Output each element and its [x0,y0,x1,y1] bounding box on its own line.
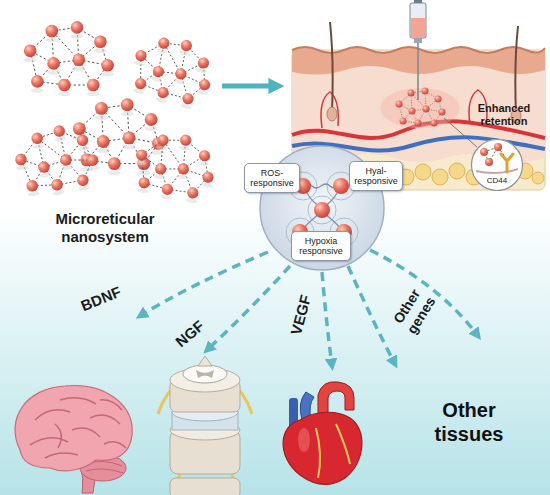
gene-label: NGF [167,313,212,355]
system-label: Microreticular nanosystem [12,210,198,246]
needle [417,40,419,100]
responsive-box: Hypoxia responsive [291,231,351,261]
delivery-arrow [207,266,290,350]
cell-membrane [476,169,518,173]
syringe-hub [414,38,422,43]
node-text: Hyal-responsive [353,166,399,186]
nano-network [126,29,220,113]
nano-network [24,21,114,96]
delivery-arrows [140,250,478,366]
node-text: ROS-responsive [248,168,296,188]
responsive-box: Hyal-responsive [349,161,403,191]
nano-spheres [480,143,502,166]
heart-highlight [298,428,310,452]
receptor-inset-art [471,139,523,191]
node-text: CD44 [487,177,507,186]
syringe-barrel [410,3,426,38]
coronary-vessels [316,424,350,478]
vertebra [170,478,240,495]
gene-label: VEGF [286,289,316,342]
nerve-roots [158,378,252,492]
syringe-liquid [411,18,425,37]
delivery-arrow [348,266,395,364]
grey-matter [196,370,214,378]
delivery-arrow [322,272,332,366]
receptor-inset: CD44 [471,139,523,191]
tissue-label: Other tissues [414,398,524,446]
heart-illustration [283,382,362,485]
spinous-process [198,356,212,366]
process-arrow [222,84,278,89]
node-text: Hypoxia responsive [295,236,347,256]
nano-network [11,120,104,202]
leader-line [444,118,477,147]
cd44-receptor [501,154,513,172]
inset-circle [472,140,523,191]
delivery-arrow [140,252,268,316]
gene-label: Other genes [385,278,443,343]
gene-label: BDNF [74,281,127,316]
retention-label: Enhanced retention [466,102,542,128]
nano-network [130,128,219,205]
responsive-box: ROS-responsive [244,163,300,193]
spine-illustration [158,356,252,495]
spinal-cord [183,365,227,383]
cerebrum [15,386,132,471]
brain-sulci [30,398,126,458]
brain-illustration [15,386,132,493]
nano-network [396,88,446,130]
heart-body [283,412,362,484]
inset-fill [471,139,523,191]
